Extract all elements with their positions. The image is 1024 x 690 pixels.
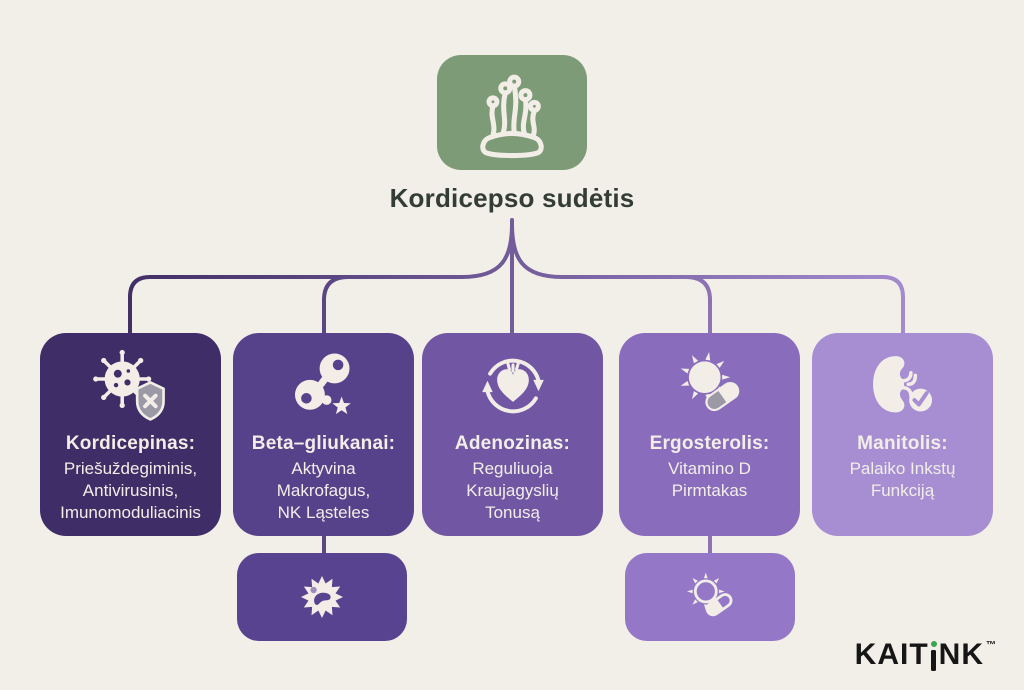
kidney-check-icon <box>859 341 947 431</box>
node-description: Vitamino D Pirmtakas <box>668 459 751 500</box>
logo-i-stem <box>931 650 937 671</box>
sun-capsule-outline-icon <box>686 572 733 617</box>
node-adenozinas: Adenozinas: Reguliuoja Kraujagyslių Tonu… <box>422 333 603 536</box>
root-node-box <box>437 55 587 170</box>
logo-i <box>930 641 937 671</box>
node-title: Kordicepinas: <box>65 433 196 454</box>
node-manitolis: Manitolis: Palaiko Inkstų Funkciją <box>812 333 993 536</box>
trademark-symbol: ™ <box>986 640 996 651</box>
subnode-macrophage <box>237 553 407 641</box>
node-description: Reguliuoja Kraujagyslių Tonusą <box>466 459 559 522</box>
node-title: Beta–gliukanai: <box>251 433 396 454</box>
macrophage-cell-icon <box>301 576 343 618</box>
molecule-star-icon <box>280 341 368 431</box>
node-title: Ergosterolis: <box>649 433 770 454</box>
subnode-vitamin-d <box>625 553 795 641</box>
sun-capsule-icon <box>666 341 754 431</box>
heart-cycle-icon <box>469 341 557 431</box>
node-kordicepinas: Kordicepinas: Priešuždegiminis, Antiviru… <box>40 333 221 536</box>
node-title: Adenozinas: <box>454 433 571 454</box>
node-ergosterolis: Ergosterolis: Vitamino D Pirmtakas <box>619 333 800 536</box>
cordyceps-mushroom-icon <box>480 74 544 158</box>
node-beta-gliukanai: Beta–gliukanai: Aktyvina Makrofagus, NK … <box>233 333 414 536</box>
logo-text-right: NK <box>938 638 984 671</box>
diagram-title: Kordicepso sudėtis <box>389 183 635 213</box>
node-description: Palaiko Inkstų Funkciją <box>849 459 956 500</box>
logo-text-left: KAIT <box>854 638 929 671</box>
node-description: Aktyvina Makrofagus, NK Ląsteles <box>276 459 371 522</box>
logo-i-dot <box>930 641 937 647</box>
virus-shield-icon <box>87 341 175 431</box>
node-title: Manitolis: <box>857 433 948 454</box>
node-description: Priešuždegiminis, Antivirusinis, Imunomo… <box>60 459 201 522</box>
